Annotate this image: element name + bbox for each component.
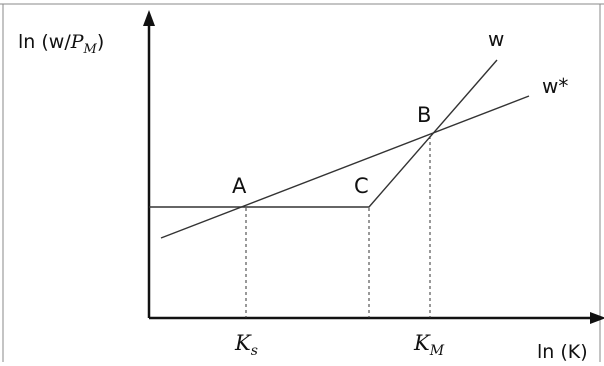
x-axis-arrowhead (590, 312, 604, 324)
point-label-c: C (354, 174, 369, 198)
y-axis-label: ln (w/PM) (18, 31, 104, 57)
x-axis-label: ln (K) (537, 341, 588, 363)
curve-label-w: w (488, 27, 504, 51)
curve-label-w-star: w* (542, 74, 568, 98)
y-axis-arrowhead (143, 10, 155, 26)
guide-lines (245, 136, 431, 318)
curve-w (149, 59, 498, 208)
x-tick-k-s: Ks (234, 331, 258, 359)
point-label-a: A (232, 174, 247, 198)
curve-w-star (160, 95, 530, 239)
point-label-b: B (417, 103, 431, 127)
axes (147, 22, 596, 320)
x-tick-k-m: KM (413, 331, 445, 359)
